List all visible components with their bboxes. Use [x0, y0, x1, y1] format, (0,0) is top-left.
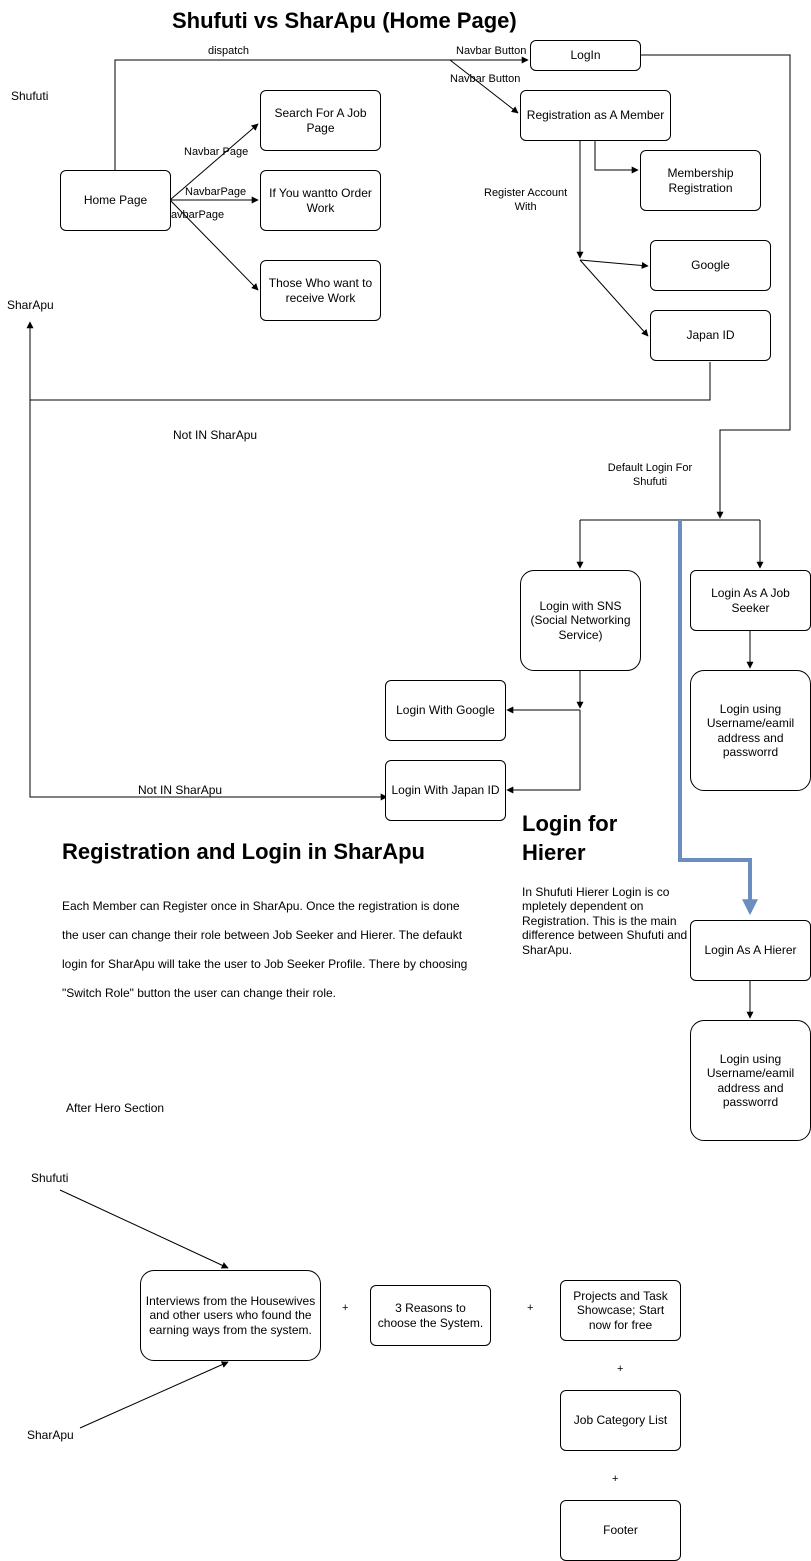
edge-home-receive: [169, 199, 259, 291]
plus-sign: +: [612, 1473, 619, 1485]
node-search-job-page: Search For A Job Page: [260, 90, 381, 151]
node-footer: Footer: [560, 1500, 681, 1561]
node-order-work: If You wantto Order Work: [260, 170, 381, 231]
node-three-reasons: 3 Reasons to choose the System.: [370, 1285, 491, 1346]
node-membership-registration: Membership Registration: [640, 150, 761, 211]
node-login-username-1: Login using Username/eamil address and p…: [690, 670, 811, 791]
node-interviews: Interviews from the Housewives and other…: [140, 1270, 321, 1361]
section-text-registration-login: Each Member can Register once in SharApu…: [62, 899, 468, 1000]
node-job-category-list: Job Category List: [560, 1390, 681, 1451]
edge-label-default-login: Default Login For Shufuti: [607, 462, 693, 489]
edge-split-japanid: [579, 259, 649, 337]
shufuti-label-bottom: Shufuti: [31, 1171, 69, 1185]
shufuti-label-top: Shufuti: [11, 89, 49, 103]
edge-home-login: [114, 56, 529, 170]
edge-sharapu-login-japanid: [29, 400, 388, 801]
edge-label-register-with: Register Account With: [484, 187, 568, 214]
edge-label-navbar-button-2: Navbar Button: [450, 73, 521, 85]
node-receive-work: Those Who want to receive Work: [260, 260, 381, 321]
edge-japanid-sharapu: [26, 321, 711, 401]
edge-label-navbar-button-1: Navbar Button: [456, 45, 527, 57]
edge-sns-login-japanid: [506, 710, 581, 794]
edge-label-navbarpage-2: NavbarPage: [163, 209, 225, 221]
edge-label-navbar-page: Navbar Page: [184, 146, 249, 158]
edge-label-dispatch: dispatch: [208, 45, 249, 57]
plus-sign: +: [527, 1302, 534, 1314]
edge-label-navbarpage-1: NavbarPage: [185, 186, 247, 198]
section-text-login-hierer: In Shufuti Hierer Login is co mpletely d…: [522, 885, 688, 957]
edge-home-search: [169, 123, 259, 201]
plus-sign: +: [342, 1302, 349, 1314]
node-login: LogIn: [530, 40, 641, 71]
node-login-sns: Login with SNS (Social Networking Servic…: [520, 570, 641, 671]
node-projects-showcase: Projects and Task Showcase; Start now fo…: [560, 1280, 681, 1341]
sharapu-label-top: SharApu: [7, 298, 54, 312]
node-login-japan-id: Login With Japan ID: [385, 760, 506, 821]
node-registration-member: Registration as A Member: [520, 90, 671, 141]
node-login-job-seeker: Login As A Job Seeker: [690, 570, 811, 631]
edge-hierer-highlight: [678, 520, 758, 916]
section-title-login-hierer: Login for Hierer: [522, 811, 618, 865]
edge-registration-membership: [594, 140, 639, 174]
edge-label-not-in-sharapu-2: Not IN SharApu: [138, 783, 223, 797]
edge-shufuti-interviews: [59, 1189, 229, 1269]
node-google: Google: [650, 240, 771, 291]
edge-login-default: [640, 54, 791, 519]
section-title-registration-login: Registration and Login in SharApu: [62, 839, 425, 864]
edge-navbar-registration: [449, 59, 519, 114]
node-login-google: Login With Google: [385, 680, 506, 741]
section-label-after-hero: After Hero Section: [66, 1101, 165, 1115]
node-login-username-2: Login using Username/eamil address and p…: [690, 1020, 811, 1141]
edge-sharapu-interviews: [79, 1361, 229, 1429]
node-home-page: Home Page: [60, 170, 171, 231]
edge-split-google: [579, 259, 649, 269]
page-title: Shufuti vs SharApu (Home Page): [172, 8, 517, 33]
edge-label-not-in-sharapu-1: Not IN SharApu: [173, 428, 258, 442]
node-login-hierer: Login As A Hierer: [690, 920, 811, 981]
node-japan-id: Japan ID: [650, 310, 771, 361]
plus-sign: +: [617, 1363, 624, 1375]
sharapu-label-bottom: SharApu: [27, 1428, 74, 1442]
